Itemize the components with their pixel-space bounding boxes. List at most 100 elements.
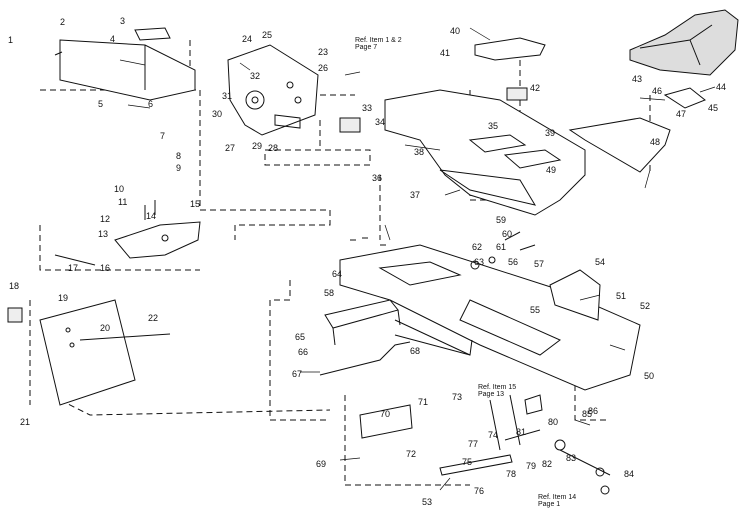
callout-73: 73 [452, 392, 463, 402]
callout-31: 31 [222, 91, 233, 101]
ref-note-page: Page 13 [478, 391, 505, 399]
callout-19: 19 [58, 293, 69, 303]
small-bracket [134, 27, 171, 41]
bolt-row [350, 237, 386, 246]
callout-45: 45 [708, 103, 719, 113]
callout-18: 18 [9, 281, 20, 291]
callout-54: 54 [595, 257, 606, 267]
callout-86: 86 [588, 406, 599, 416]
callout-53: 53 [422, 497, 433, 507]
callout-35: 35 [488, 121, 499, 131]
seat-mount [549, 269, 601, 321]
callout-17: 17 [68, 263, 79, 273]
callout-47: 47 [676, 109, 687, 119]
callout-20: 20 [100, 323, 111, 333]
callout-77: 77 [468, 439, 479, 449]
callout-41: 41 [440, 48, 451, 58]
callout-2: 2 [60, 17, 66, 27]
callout-25: 25 [262, 30, 273, 40]
callout-62: 62 [472, 242, 483, 252]
leader-22 [79, 333, 171, 341]
callout-21: 21 [20, 417, 31, 427]
callout-80: 80 [548, 417, 559, 427]
callout-76: 76 [474, 486, 485, 496]
callout-5: 5 [98, 99, 104, 109]
callout-59: 59 [496, 215, 507, 225]
callout-72: 72 [406, 449, 417, 459]
callout-37: 37 [410, 190, 421, 200]
callout-63: 63 [474, 257, 485, 267]
bracket-41 [474, 37, 546, 61]
callout-55: 55 [530, 305, 541, 315]
fender-pan [384, 89, 586, 216]
callout-6: 6 [148, 99, 154, 109]
small-hardware [470, 231, 536, 270]
callout-36: 36 [372, 173, 383, 183]
ref-note-line: Ref. Item 15 [478, 384, 517, 391]
callout-81: 81 [516, 427, 527, 437]
callout-68: 68 [410, 346, 421, 356]
callout-43: 43 [632, 74, 643, 84]
callout-3: 3 [120, 16, 126, 26]
ref-note-page: Page 7 [355, 44, 378, 52]
callout-84: 84 [624, 469, 635, 479]
callout-10: 10 [114, 184, 125, 194]
lower-dash [114, 200, 201, 259]
callout-75: 75 [462, 457, 473, 467]
leader-lines [119, 27, 716, 491]
callout-13: 13 [98, 229, 109, 239]
callout-30: 30 [212, 109, 223, 119]
callout-23: 23 [318, 47, 329, 57]
callout-49: 49 [546, 165, 557, 175]
callout-74: 74 [488, 430, 499, 440]
callout-16: 16 [100, 263, 111, 273]
callout-51: 51 [616, 291, 627, 301]
callout-50: 50 [644, 371, 655, 381]
callout-14: 14 [146, 211, 157, 221]
callout-7: 7 [160, 131, 166, 141]
callout-65: 65 [295, 332, 306, 342]
ref-note-item-15: Ref. Item 15 Page 13 [478, 384, 516, 399]
callout-46: 46 [652, 86, 663, 96]
callout-40: 40 [450, 26, 461, 36]
front-panel [39, 299, 136, 406]
seat-bracket [663, 87, 706, 109]
callout-52: 52 [640, 301, 651, 311]
callout-32: 32 [250, 71, 261, 81]
cross-member [394, 334, 473, 356]
callout-56: 56 [508, 257, 519, 267]
ref-note-page: Page 1 [538, 501, 561, 509]
callout-9: 9 [176, 163, 182, 173]
callout-8: 8 [176, 151, 182, 161]
callout-83: 83 [566, 453, 577, 463]
dash-panel [227, 44, 319, 136]
callout-22: 22 [148, 313, 159, 323]
ref-note-item-14: Ref. Item 14 Page 1 [538, 494, 576, 509]
callout-12: 12 [100, 214, 111, 224]
callout-58: 58 [324, 288, 335, 298]
hood-panel [54, 39, 196, 101]
tag-18 [7, 307, 23, 323]
seat [629, 9, 739, 76]
callout-67: 67 [292, 369, 303, 379]
callout-82: 82 [542, 459, 553, 469]
callout-61: 61 [496, 242, 507, 252]
decal-33 [339, 117, 361, 133]
linkage [439, 394, 541, 476]
ref-note-items-1-2: Ref. Item 1 & 2 Page 7 [355, 37, 402, 52]
bracket-70 [359, 404, 413, 439]
callout-66: 66 [298, 347, 309, 357]
callout-70: 70 [380, 409, 391, 419]
seat-pan [568, 117, 671, 173]
callout-69: 69 [316, 459, 327, 469]
callout-85: 85 [582, 409, 593, 419]
decal-42 [506, 87, 528, 101]
callout-60: 60 [502, 229, 513, 239]
callout-44: 44 [716, 82, 727, 92]
callout-57: 57 [534, 259, 545, 269]
pedal-assembly [524, 394, 611, 495]
callout-28: 28 [268, 143, 279, 153]
main-frame [339, 244, 641, 391]
